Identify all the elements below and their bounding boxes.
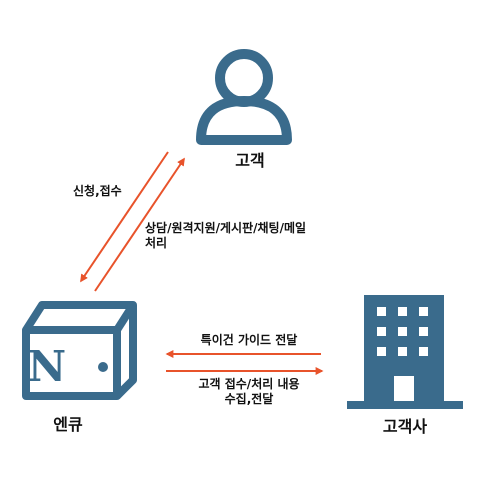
edge-label-apply: 신청,접수 — [73, 183, 122, 198]
person-icon — [196, 49, 292, 145]
cube-logo-letter: N — [28, 342, 66, 391]
building-icon — [347, 295, 463, 409]
customer-label: 고객 — [235, 151, 264, 170]
arrow-ncube-to-customer — [94, 157, 185, 292]
ncube-label: 엔큐 — [53, 415, 83, 434]
company-label: 고객사 — [383, 417, 427, 436]
cube-icon — [22, 301, 137, 400]
edge-label-support-line2: 처리 — [145, 235, 167, 250]
edge-label-support-line1: 상담/원격지원/게시판/채팅/메일 — [145, 220, 306, 235]
arrow-customer-to-ncube — [80, 151, 169, 283]
edge-label-report-line1: 고객 접수/처리 내용 — [198, 376, 299, 391]
edge-label-guide: 특이건 가이드 전달 — [201, 332, 298, 347]
cube-dot — [98, 362, 108, 372]
edge-label-report-line2: 수집,전달 — [225, 391, 274, 406]
